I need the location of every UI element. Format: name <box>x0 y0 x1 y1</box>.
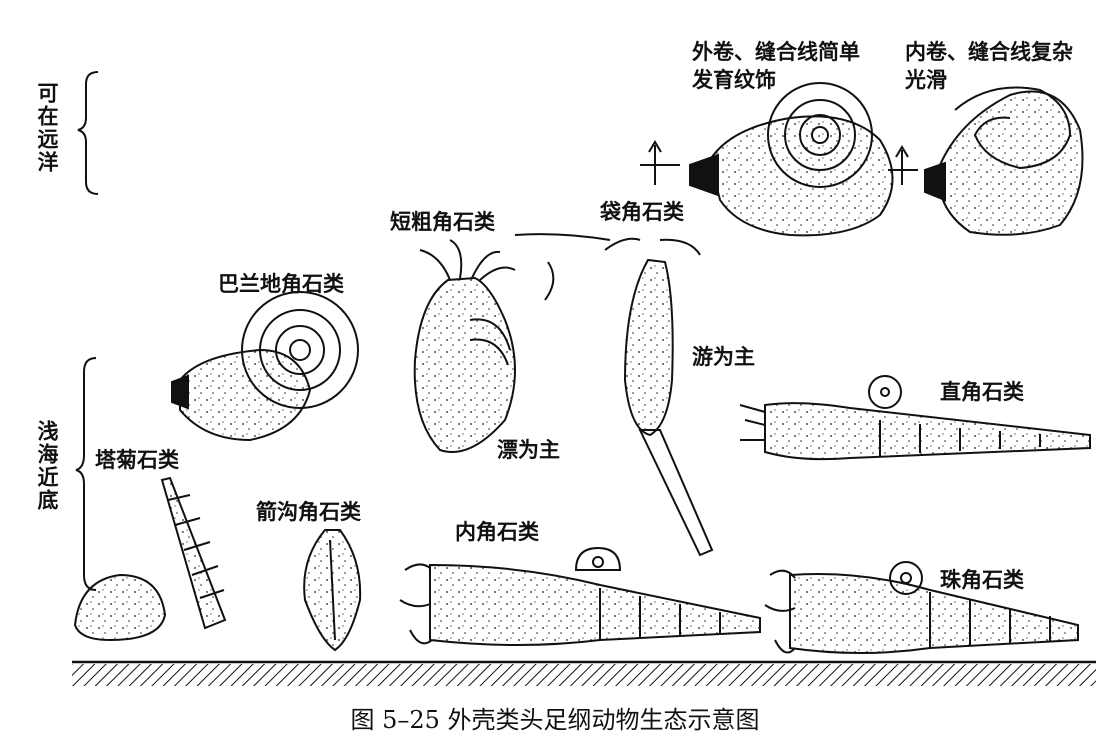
figure-caption: 图 5–25 外壳类头足纲动物生态示意图 <box>350 706 760 734</box>
exogyrate-shell-icon <box>640 82 894 237</box>
bactritid-shell-icon <box>171 291 359 442</box>
endocerid-shell-icon <box>399 546 761 646</box>
label-bactritid: 巴兰地角石类 <box>218 272 344 296</box>
label-brevicone: 短粗角石类 <box>390 210 495 234</box>
label-endogyrate-line2: 光滑 <box>905 68 947 92</box>
actinocerid-shell-icon <box>764 561 1079 654</box>
shallow-bracket <box>75 357 97 591</box>
label-exogyrate-line1: 外卷、缝合线简单 <box>692 40 860 64</box>
label-turrilitid: 塔菊石类 <box>95 448 179 472</box>
label-actinocerid: 珠角石类 <box>940 568 1024 592</box>
ocean-bracket <box>77 71 99 195</box>
turrilitid-shell-icon <box>73 476 227 642</box>
label-arrow-groove: 箭沟角石类 <box>256 500 361 524</box>
endogyrate-shell-icon <box>888 86 1084 236</box>
label-swim-mode: 游为主 <box>692 345 755 369</box>
label-endocerid: 内角石类 <box>455 520 539 544</box>
label-endogyrate-line1: 内卷、缝合线复杂 <box>905 40 1073 64</box>
zone-label-ocean: 可在远洋 <box>35 82 59 174</box>
ascocerid-icon <box>514 233 714 557</box>
orthocerid-shell-icon <box>739 375 1091 461</box>
label-ascocerid: 袋角石类 <box>600 200 684 224</box>
label-drift-mode: 漂为主 <box>497 438 560 462</box>
seafloor <box>72 660 1096 686</box>
label-exogyrate-line2: 发育纹饰 <box>692 68 776 92</box>
label-orthocerid: 直角石类 <box>940 380 1024 404</box>
zone-label-shallow: 浅海近底 <box>35 420 59 512</box>
brevicone-icon <box>413 239 516 453</box>
arrow-groove-shell-icon <box>303 529 362 652</box>
